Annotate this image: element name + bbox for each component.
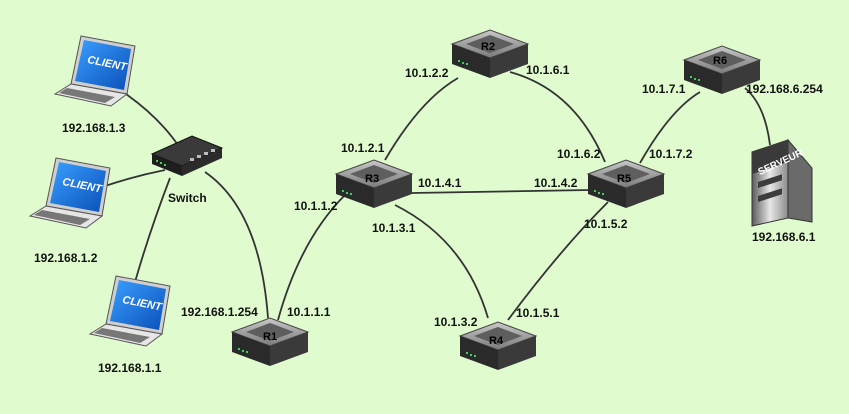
ip-r5-r6: 10.1.7.2 [649, 147, 693, 161]
router-r1-name: R1 [263, 331, 277, 343]
ip-r1-r3: 10.1.1.1 [287, 305, 331, 319]
links [104, 71, 771, 321]
router-r4[interactable]: R4 [458, 321, 538, 370]
link-r3-r5 [411, 189, 591, 194]
switch-icon[interactable] [150, 135, 224, 176]
router-r3-name: R3 [365, 173, 379, 185]
link-switch-r1 [204, 171, 269, 319]
link-r4-r5 [507, 201, 609, 321]
ip-r5-r4: 10.1.5.2 [584, 217, 628, 231]
ip-r5-r2: 10.1.6.2 [557, 147, 601, 161]
link-client3-switch [125, 93, 181, 149]
client-2-ip: 192.168.1.2 [34, 251, 98, 265]
client-1-ip: 192.168.1.1 [98, 361, 162, 375]
router-r6[interactable]: R6 [682, 45, 762, 94]
router-r2[interactable]: R2 [450, 29, 530, 78]
ip-r3-r2: 10.1.2.1 [341, 141, 385, 155]
ip-r1-lan: 192.168.1.254 [181, 305, 258, 319]
router-r3[interactable]: R3 [334, 159, 414, 208]
client-3-ip: 192.168.1.3 [62, 121, 126, 135]
router-r4-name: R4 [489, 335, 504, 347]
link-r1-r3 [277, 194, 346, 321]
ip-r3-r5: 10.1.4.1 [418, 176, 462, 190]
ip-r3-r4: 10.1.3.1 [372, 221, 416, 235]
ip-r3-r1: 10.1.1.2 [294, 199, 338, 213]
router-r2-name: R2 [481, 41, 495, 53]
link-r5-r6 [639, 91, 701, 164]
ip-r4-r3: 10.1.3.2 [434, 315, 478, 329]
router-r5[interactable]: R5 [586, 159, 666, 208]
router-r1[interactable]: R1 [230, 317, 310, 366]
link-client1-switch [134, 177, 171, 283]
ip-r2-r3: 10.1.2.2 [405, 66, 449, 80]
client-laptop-2[interactable]: CLIENT [28, 157, 111, 229]
ip-r4-r5: 10.1.5.1 [516, 306, 560, 320]
client-laptop-3[interactable]: CLIENT [53, 35, 136, 107]
ip-r2-r5: 10.1.6.1 [526, 63, 570, 77]
link-r3-r4 [394, 204, 489, 319]
router-r5-name: R5 [617, 173, 631, 185]
ip-r5-r3: 10.1.4.2 [534, 176, 578, 190]
link-client2-switch [104, 169, 166, 187]
link-r3-r2 [384, 77, 459, 161]
client-laptop-1[interactable]: CLIENT [88, 275, 171, 347]
ip-r6-server: 192.168.6.254 [746, 82, 823, 96]
server-ip: 192.168.6.1 [752, 230, 816, 244]
interface-labels: 192.168.1.254 10.1.1.1 10.1.1.2 10.1.2.1… [181, 63, 823, 329]
server-icon[interactable]: SERVEUR [751, 138, 813, 227]
switch-label: Switch [168, 191, 207, 205]
ip-r6-r5: 10.1.7.1 [642, 82, 686, 96]
router-r6-name: R6 [713, 55, 727, 67]
link-r6-server [744, 87, 771, 146]
link-r2-r5 [509, 71, 606, 163]
